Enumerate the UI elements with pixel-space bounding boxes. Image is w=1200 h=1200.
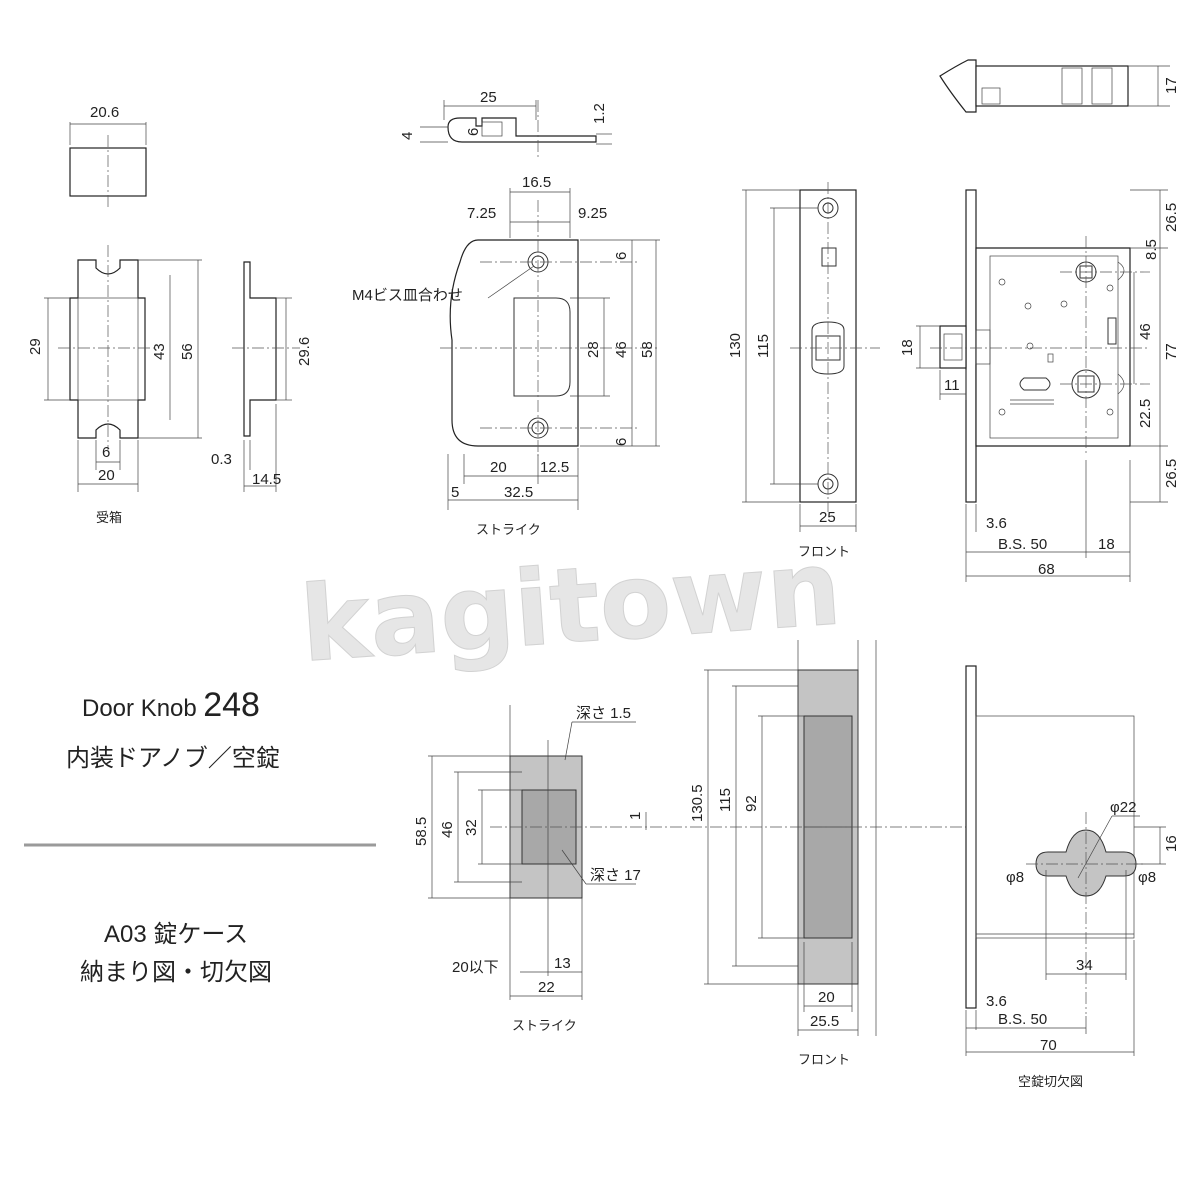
dim-cutout-16: 16 (1163, 835, 1180, 852)
dim-strike-top-6: 6 (613, 252, 630, 260)
dim-cutout-3-6: 3.6 (986, 993, 1007, 1010)
dim-cutout-phi8-right: φ8 (1138, 869, 1156, 886)
dim-receiver-29-6: 29.6 (296, 337, 313, 366)
dim-receiver-0-3: 0.3 (211, 451, 232, 468)
dim-front-25: 25 (819, 509, 836, 526)
dim-front-b-20: 20 (818, 989, 835, 1006)
dim-case-77: 77 (1163, 343, 1180, 360)
dim-cutout-bs50: B.S. 50 (998, 1011, 1047, 1028)
section-title-line1: A03 錠ケース (104, 921, 248, 948)
strike-bottom-view: 58.5 46 32 深さ 1.5 深さ 17 1 20以下 13 22 ストラ… (413, 705, 650, 1033)
dim-case-26-5-top: 26.5 (1163, 203, 1180, 232)
strike-top-view: 25 4 6 1.2 16.5 7.25 9.25 (352, 89, 660, 537)
title-product: Door Knob 248 (82, 686, 260, 724)
caption-front-bottom: フロント (798, 1052, 850, 1067)
dim-strike-side-6: 6 (465, 128, 482, 136)
caption-cutout: 空錠切欠図 (1018, 1074, 1083, 1089)
dim-strike-28: 28 (585, 341, 602, 358)
caption-strike-top: ストライク (476, 522, 541, 537)
dim-strike-58: 58 (639, 341, 656, 358)
dim-strike-b-20-max: 20以下 (452, 959, 499, 976)
note-depth-17: 深さ 17 (590, 867, 641, 884)
dim-front-b-92: 92 (743, 795, 760, 812)
caption-strike-bottom: ストライク (512, 1018, 577, 1033)
dim-strike-46: 46 (613, 341, 630, 358)
dim-strike-25: 25 (480, 89, 497, 106)
dim-strike-7-25: 7.25 (467, 205, 496, 222)
dim-case-17: 17 (1163, 77, 1180, 94)
note-depth-1-5: 深さ 1.5 (576, 705, 631, 722)
receiver-box-view: 20.6 29 43 56 6 20 29.6 0 (27, 104, 313, 525)
dim-receiver-29: 29 (27, 338, 44, 355)
dim-case-46: 46 (1137, 323, 1154, 340)
section-title-line2: 納まり図・切欠図 (80, 959, 272, 986)
dim-strike-b-46: 46 (439, 821, 456, 838)
note-screw-countersink: M4ビス皿合わせ (352, 287, 463, 304)
dim-front-b-130-5: 130.5 (689, 784, 706, 822)
dim-receiver-20: 20 (98, 467, 115, 484)
dim-receiver-43: 43 (151, 343, 168, 360)
dim-cutout-phi22: φ22 (1110, 799, 1136, 816)
dim-strike-20: 20 (490, 459, 507, 476)
dim-strike-b-32: 32 (463, 819, 480, 836)
dim-case-18-bolt: 18 (899, 339, 916, 356)
dim-strike-b-22: 22 (538, 979, 555, 996)
dim-cutout-phi8-left: φ8 (1006, 869, 1024, 886)
dim-strike-32-5: 32.5 (504, 484, 533, 501)
dim-cutout-70: 70 (1040, 1037, 1057, 1054)
dim-strike-12-5: 12.5 (540, 459, 569, 476)
watermark: kagitown (297, 526, 845, 685)
title-model-number: 248 (203, 686, 260, 724)
dim-case-3-6: 3.6 (986, 515, 1007, 532)
dim-case-18-bottom: 18 (1098, 536, 1115, 553)
dim-strike-1-2: 1.2 (591, 103, 608, 124)
dim-strike-9-25: 9.25 (578, 205, 607, 222)
dim-receiver-top-width: 20.6 (90, 104, 119, 121)
title-product-name: Door Knob (82, 695, 197, 722)
dim-case-26-5-bottom: 26.5 (1163, 459, 1180, 488)
dim-case-bs50: B.S. 50 (998, 536, 1047, 553)
dim-strike-b-gap-1: 1 (627, 812, 644, 820)
dim-strike-5: 5 (451, 484, 459, 501)
dim-receiver-6: 6 (102, 444, 110, 461)
dim-strike-b-58-5: 58.5 (413, 817, 430, 846)
title-subtitle: 内装ドアノブ／空錠 (66, 745, 280, 772)
title-block: Door Knob 248 内装ドアノブ／空錠 A03 錠ケース 納まり図・切欠… (24, 686, 376, 986)
caption-front-top: フロント (798, 544, 850, 559)
dim-case-22-5: 22.5 (1137, 399, 1154, 428)
front-top-view: 130 115 25 フロント (727, 182, 880, 559)
dim-front-130: 130 (727, 333, 744, 358)
lock-case-view: 17 26 (899, 59, 1180, 582)
dim-front-115: 115 (755, 334, 772, 358)
caption-receiver-box: 受箱 (96, 510, 122, 525)
front-bottom-view: 130.5 115 92 20 25.5 フロント (650, 640, 975, 1067)
dim-strike-16-5: 16.5 (522, 174, 551, 191)
dim-strike-4: 4 (399, 132, 416, 140)
cutout-view: 34 16 φ22 φ8 φ8 3.6 B.S. 50 70 空錠切欠図 (965, 665, 1180, 1089)
dim-front-b-25-5: 25.5 (810, 1013, 839, 1030)
dim-cutout-34: 34 (1076, 957, 1093, 974)
dim-case-8-5: 8.5 (1143, 239, 1160, 260)
dim-front-b-115: 115 (717, 788, 734, 812)
dim-strike-bottom-6: 6 (613, 438, 630, 446)
dim-receiver-56: 56 (179, 343, 196, 360)
dim-case-11: 11 (944, 377, 960, 394)
dim-case-68: 68 (1038, 561, 1055, 578)
dim-strike-b-13: 13 (554, 955, 571, 972)
dim-receiver-14-5: 14.5 (252, 471, 281, 488)
